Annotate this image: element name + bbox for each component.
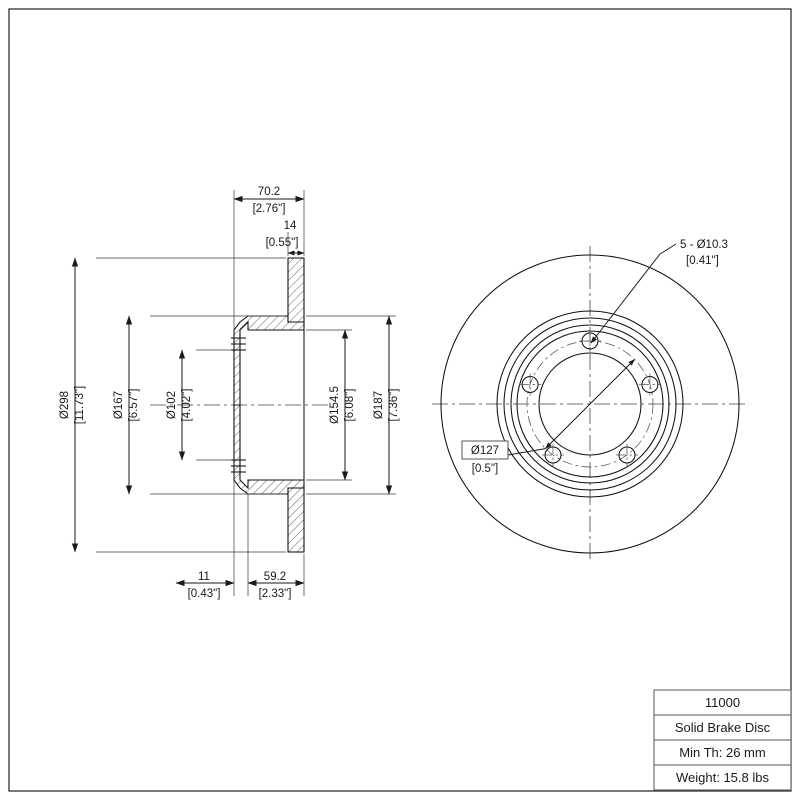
bolt-hole-leader-shoulder — [659, 243, 677, 255]
disc-outer-circle — [440, 254, 740, 554]
dim-187-metric: Ø187 — [373, 391, 385, 419]
dim-11-imperial: [0.43"] — [188, 588, 221, 600]
title-block-row-2-cell — [653, 739, 792, 766]
dim-592-imperial: [2.33"] — [259, 588, 292, 600]
dim-167-imperial: [6.57"] — [128, 389, 140, 422]
dim-1545-metric: Ø154.5 — [329, 386, 341, 424]
dim-298-metric: Ø298 — [59, 391, 71, 419]
bolt-hole-leader-line — [590, 253, 661, 344]
title-block-row-0-cell — [653, 689, 792, 716]
callout-bolt-circle-label: Ø127 — [471, 445, 499, 457]
callout-bolt-circle-box — [461, 440, 509, 460]
dim-702-imperial: [2.76"] — [253, 203, 286, 215]
disc-ring-upper-section — [287, 257, 305, 323]
callout-bolt-holes-label: 5 - Ø10.3 — [680, 239, 728, 251]
disc-ring-lower-section — [287, 487, 305, 553]
title-block-row-3-cell — [653, 764, 792, 791]
dim-11-metric: 11 — [198, 571, 210, 583]
cross-section-view: Ø298 [11.73"] Ø167 [6.57"] Ø102 [4.02"] … — [59, 186, 400, 600]
hub-ring-inner — [510, 324, 670, 484]
title-block-description: Solid Brake Disc — [675, 720, 771, 735]
dim-167-metric: Ø167 — [113, 391, 125, 419]
hub-wall-upper-section — [233, 337, 241, 406]
callout-bolt-circle-imperial: [0.5"] — [472, 463, 498, 475]
hub-ring-outer — [496, 310, 684, 498]
hub-wall-lower-section — [233, 404, 241, 473]
dim-592-metric: 59.2 — [264, 571, 286, 583]
dim-102-metric: Ø102 — [166, 391, 178, 419]
dim-1545-imperial: [6.08"] — [344, 389, 356, 422]
title-block-min-thickness: Min Th: 26 mm — [679, 745, 765, 760]
title-block-group: 11000 Solid Brake Disc Min Th: 26 mm Wei… — [653, 689, 792, 791]
dim-298-imperial: [11.73"] — [74, 386, 86, 424]
dim-14-imperial: [0.55"] — [266, 237, 299, 249]
title-block-weight: Weight: 15.8 lbs — [676, 770, 769, 785]
hub-ring-mid — [503, 317, 677, 491]
sheet-border — [8, 8, 792, 792]
front-view: 5 - Ø10.3 [0.41"] Ø127 [0.5"] — [432, 239, 748, 562]
dim-14-metric: 14 — [284, 220, 297, 232]
dim-102-imperial: [4.02"] — [181, 389, 193, 422]
title-block-row-1-cell — [653, 714, 792, 741]
title-block-part-number: 11000 — [705, 695, 740, 710]
callout-bolt-holes-imperial: [0.41"] — [686, 255, 719, 267]
bolt-circle-dim-line — [545, 359, 635, 449]
bolt-circle-leader-tail — [507, 448, 546, 456]
center-bore-circle — [538, 352, 642, 456]
dim-187-imperial: [7.36"] — [388, 389, 400, 422]
dim-702-metric: 70.2 — [258, 186, 280, 198]
bolt-circle — [526, 340, 654, 468]
